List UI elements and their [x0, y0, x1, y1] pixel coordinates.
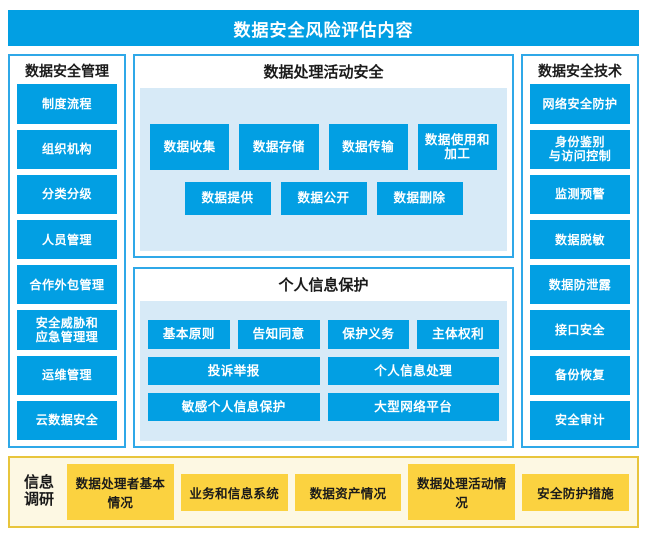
personal-info-item-4[interactable]: 投诉举报 — [148, 356, 320, 385]
right-item-2[interactable]: 监测预警 — [530, 174, 630, 214]
right-item-1[interactable]: 身份鉴别 与访问控制 — [530, 129, 630, 169]
personal-info-title: 个人信息保护 — [278, 277, 369, 294]
personal-info-item-5[interactable]: 个人信息处理 — [327, 356, 499, 385]
right-column-list: 网络安全防护 身份鉴别 与访问控制 监测预警 数据脱敏 数据防泄露 接口安全 备… — [530, 84, 630, 441]
personal-info-body: 基本原则 告知同意 保护义务 主体权利 投诉举报 个人信息处理 敏感个人信息保护… — [140, 300, 507, 441]
page-title: 数据安全风险评估内容 — [8, 10, 639, 46]
left-item-5[interactable]: 安全威胁和 应急管理理 — [17, 310, 117, 350]
center-column: 数据处理活动安全 数据收集 数据存储 数据传输 数据使用和加工 数据提供 数据公… — [133, 54, 514, 448]
right-item-6[interactable]: 备份恢复 — [530, 355, 630, 395]
personal-info-item-6[interactable]: 敏感个人信息保护 — [148, 392, 320, 422]
data-processing-item-6[interactable]: 数据删除 — [376, 182, 463, 215]
right-column-panel: 数据安全技术 网络安全防护 身份鉴别 与访问控制 监测预警 数据脱敏 数据防泄露… — [521, 54, 639, 448]
right-column-title: 数据安全技术 — [538, 63, 622, 79]
data-processing-item-3[interactable]: 数据使用和加工 — [417, 123, 497, 171]
data-processing-item-0[interactable]: 数据收集 — [150, 123, 230, 171]
personal-info-row-1: 基本原则 告知同意 保护义务 主体权利 — [148, 320, 499, 349]
right-item-0[interactable]: 网络安全防护 — [530, 84, 630, 124]
data-processing-item-1[interactable]: 数据存储 — [239, 123, 319, 171]
data-processing-item-5[interactable]: 数据公开 — [280, 182, 367, 215]
survey-item-0[interactable]: 数据处理者基本情况 — [67, 464, 174, 520]
personal-info-row-2: 投诉举报 个人信息处理 — [148, 356, 499, 385]
personal-info-panel: 个人信息保护 基本原则 告知同意 保护义务 主体权利 投诉举报 个人信息处理 敏… — [133, 267, 514, 448]
left-column-panel: 数据安全管理 制度流程 组织机构 分类分级 人员管理 合作外包管理 安全威胁和 … — [8, 54, 126, 448]
left-item-3[interactable]: 人员管理 — [17, 220, 117, 260]
main-columns: 数据安全管理 制度流程 组织机构 分类分级 人员管理 合作外包管理 安全威胁和 … — [8, 54, 639, 448]
data-processing-title: 数据处理活动安全 — [263, 64, 384, 81]
left-item-2[interactable]: 分类分级 — [17, 174, 117, 214]
data-processing-body: 数据收集 数据存储 数据传输 数据使用和加工 数据提供 数据公开 数据删除 — [140, 87, 507, 251]
data-processing-panel: 数据处理活动安全 数据收集 数据存储 数据传输 数据使用和加工 数据提供 数据公… — [133, 54, 514, 258]
left-column-list: 制度流程 组织机构 分类分级 人员管理 合作外包管理 安全威胁和 应急管理理 运… — [17, 84, 117, 441]
survey-bar-label: 信息 调研 — [23, 474, 54, 508]
right-item-4[interactable]: 数据防泄露 — [530, 265, 630, 305]
left-item-1[interactable]: 组织机构 — [17, 129, 117, 169]
right-item-7[interactable]: 安全审计 — [530, 400, 630, 441]
data-processing-row-1: 数据收集 数据存储 数据传输 数据使用和加工 — [150, 123, 497, 171]
left-item-0[interactable]: 制度流程 — [17, 84, 117, 124]
personal-info-row-3: 敏感个人信息保护 大型网络平台 — [148, 392, 499, 422]
survey-item-1[interactable]: 业务和信息系统 — [180, 473, 288, 511]
personal-info-item-1[interactable]: 告知同意 — [237, 320, 320, 349]
left-item-7[interactable]: 云数据安全 — [17, 400, 117, 441]
survey-item-2[interactable]: 数据资产情况 — [294, 473, 402, 511]
survey-item-4[interactable]: 安全防护措施 — [522, 473, 629, 511]
left-item-4[interactable]: 合作外包管理 — [17, 265, 117, 305]
data-processing-item-4[interactable]: 数据提供 — [184, 182, 271, 215]
right-item-5[interactable]: 接口安全 — [530, 310, 630, 350]
data-processing-item-2[interactable]: 数据传输 — [328, 123, 408, 171]
personal-info-item-3[interactable]: 主体权利 — [417, 320, 499, 349]
left-column-title: 数据安全管理 — [25, 63, 109, 79]
data-processing-row-2: 数据提供 数据公开 数据删除 — [150, 182, 497, 215]
right-item-3[interactable]: 数据脱敏 — [530, 220, 630, 260]
left-item-6[interactable]: 运维管理 — [17, 355, 117, 395]
personal-info-item-0[interactable]: 基本原则 — [148, 320, 230, 349]
survey-bar: 信息 调研 数据处理者基本情况 业务和信息系统 数据资产情况 数据处理活动情况 … — [8, 456, 639, 528]
personal-info-item-7[interactable]: 大型网络平台 — [327, 392, 499, 422]
survey-item-3[interactable]: 数据处理活动情况 — [408, 464, 516, 520]
personal-info-item-2[interactable]: 保护义务 — [327, 320, 410, 349]
